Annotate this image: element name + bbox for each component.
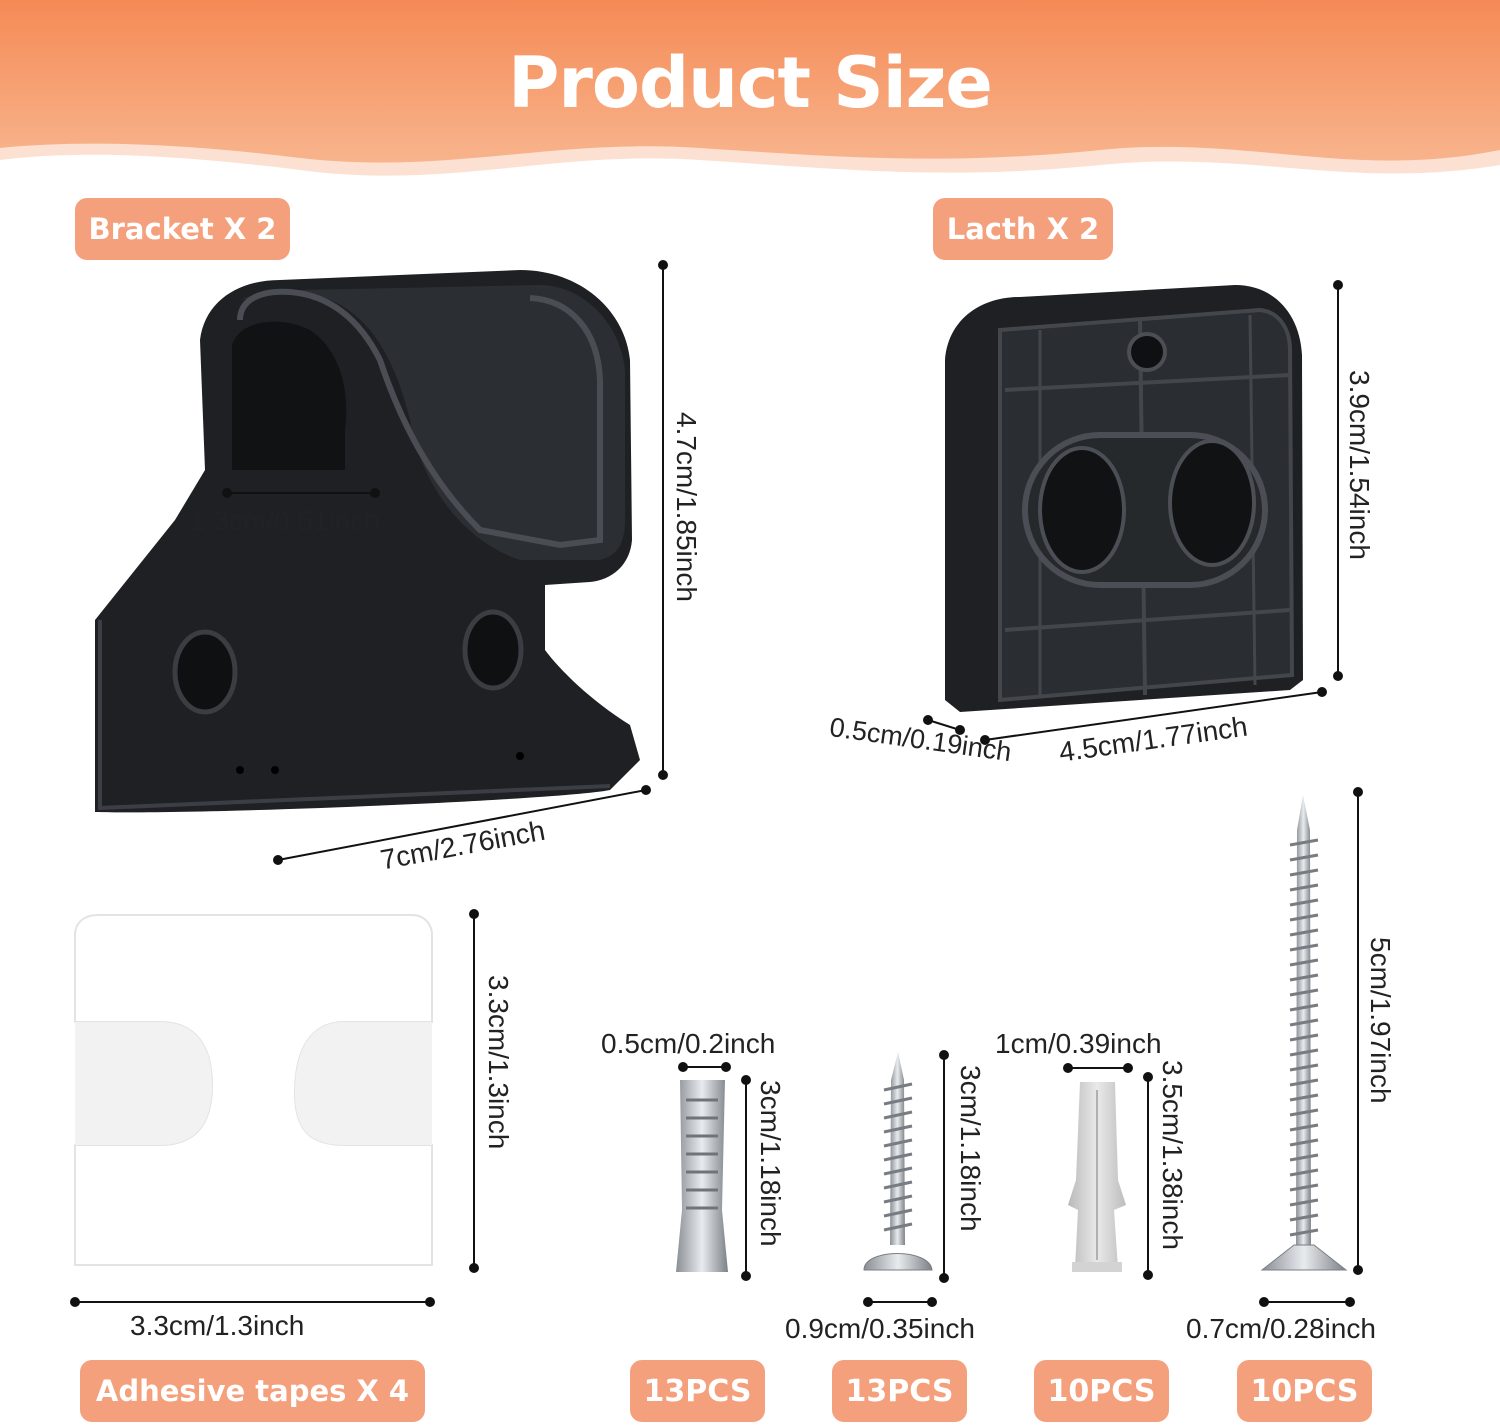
bracket-qty-label: Bracket X 2 [75,198,290,260]
large-anchor-qty-badge: 10PCS [1034,1360,1169,1422]
large-screw-qty-badge: 10PCS [1237,1360,1372,1422]
adhesive-qty-label: Adhesive tapes X 4 [80,1360,425,1422]
small-screw-image [863,1052,933,1271]
large-anchor-image [1068,1082,1126,1272]
large-screw-image [1260,795,1348,1271]
latch-image [945,285,1303,712]
page-title: Product Size [508,42,993,124]
latch-qty-label: Lacth X 2 [933,198,1113,260]
small-screw-head-label: 0.9cm/0.35inch [785,1313,975,1344]
large-anchor-width-label: 1cm/0.39inch [995,1028,1162,1059]
bracket-image [95,270,640,813]
adhesive-width-label: 3.3cm/1.3inch [130,1310,305,1341]
latch-height-label: 3.9cm/1.54inch [1344,370,1375,560]
small-anchor-length-label: 3cm/1.18inch [755,1080,786,1247]
small-screw-length-label: 3cm/1.18inch [955,1065,986,1232]
bracket-slot-label: 1.3cm/0.51inch [190,505,380,536]
large-anchor-length-label: 3.5cm/1.38inch [1157,1060,1188,1250]
small-anchor-image [676,1080,728,1272]
large-screw-length-label: 5cm/1.97inch [1365,937,1396,1104]
large-screw-head-label: 0.7cm/0.28inch [1186,1313,1376,1344]
adhesive-tape-image [74,914,433,1266]
header-banner [0,0,1500,176]
adhesive-height-label: 3.3cm/1.3inch [483,975,514,1150]
small-anchor-width-label: 0.5cm/0.2inch [601,1028,776,1059]
bracket-height-label: 4.7cm/1.85inch [671,412,702,602]
small-screw-qty-badge: 13PCS [832,1360,967,1422]
small-anchor-qty-badge: 13PCS [630,1360,765,1422]
